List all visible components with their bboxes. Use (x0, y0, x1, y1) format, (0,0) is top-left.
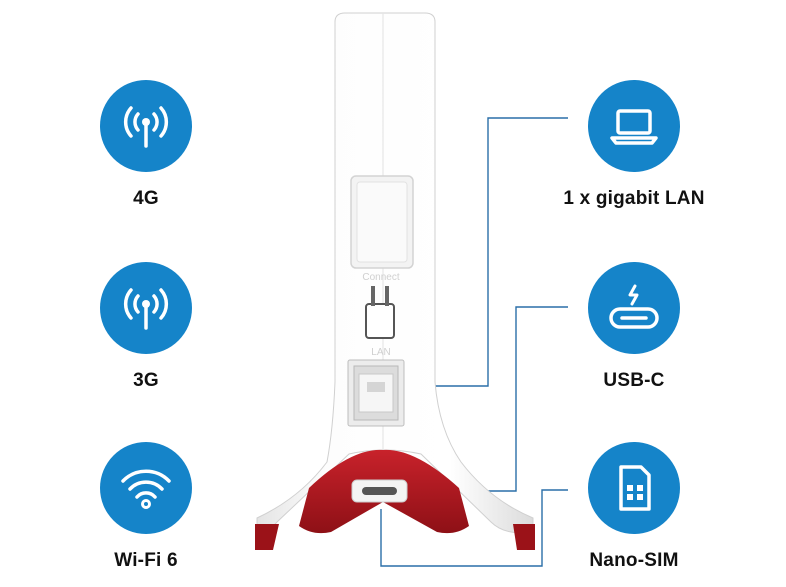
feature-wifi6-label: Wi-Fi 6 (114, 550, 178, 571)
usb-c-icon (609, 284, 659, 329)
antenna-signal-icon (123, 288, 169, 330)
connect-label: Connect (362, 272, 399, 283)
feature-3g: 3G (81, 262, 211, 392)
router-device: Connect LAN (255, 12, 535, 550)
feature-wifi6: Wi-Fi 6 (81, 442, 211, 572)
feature-3g-label: 3G (133, 370, 159, 391)
feature-4g-badge (100, 80, 192, 172)
feature-usb-c: USB-C (549, 262, 719, 392)
laptop-icon (610, 109, 658, 145)
feature-usb-c-label: USB-C (603, 370, 665, 391)
feature-3g-badge (100, 262, 192, 354)
feature-4g-label: 4G (133, 188, 159, 209)
lan-port (347, 359, 405, 427)
feature-sim-badge (588, 442, 680, 534)
feature-nano-sim: Nano-SIM (549, 442, 719, 572)
feature-gigabit-lan-label: 1 x gigabit LAN (563, 188, 705, 209)
feature-gigabit-lan: 1 x gigabit LAN (549, 80, 719, 210)
feature-usb-c-badge (588, 262, 680, 354)
sim-card-icon (619, 465, 651, 511)
router-body (256, 12, 534, 534)
antenna-signal-icon (123, 106, 169, 148)
wifi-icon (121, 469, 171, 509)
lan-connector-line (432, 117, 568, 387)
lan-label: LAN (371, 347, 390, 358)
feature-nano-sim-label: Nano-SIM (589, 550, 679, 571)
connect-button[interactable] (365, 303, 395, 339)
feature-lan-badge (588, 80, 680, 172)
feature-wifi6-badge (100, 442, 192, 534)
feature-4g: 4G (81, 80, 211, 210)
sim-connector-line (380, 489, 568, 567)
